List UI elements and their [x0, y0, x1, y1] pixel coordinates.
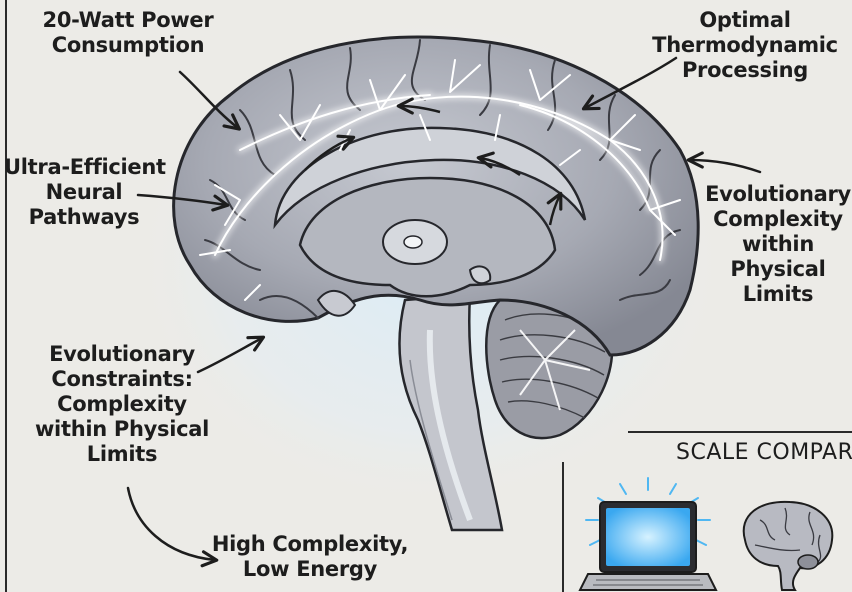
label-line: Limits: [698, 282, 852, 307]
label-evolutionary-constraints: Evolutionary Constraints: Complexity wit…: [22, 342, 222, 467]
label-line: Processing: [645, 58, 845, 83]
label-power-consumption: 20-Watt Power Consumption: [18, 8, 238, 58]
label-thermodynamic-processing: Optimal Thermodynamic Processing: [645, 8, 845, 83]
label-line: Thermodynamic: [645, 33, 845, 58]
label-high-complexity: High Complexity, Low Energy: [200, 532, 420, 582]
label-line: Neural: [4, 180, 164, 205]
label-line: Physical: [698, 257, 852, 282]
label-line: 20-Watt Power: [18, 8, 238, 33]
label-line: Complexity: [22, 392, 222, 417]
label-line: Evolutionary: [22, 342, 222, 367]
label-line: Limits: [22, 442, 222, 467]
label-line: Ultra-Efficient: [4, 155, 164, 180]
label-line: Optimal: [645, 8, 845, 33]
scale-compare-title: SCALE COMPARE: [676, 440, 852, 465]
label-line: High Complexity,: [200, 532, 420, 557]
label-line: Evolutionary: [698, 182, 852, 207]
label-neural-pathways: Ultra-Efficient Neural Pathways: [4, 155, 164, 230]
label-line: Complexity: [698, 207, 852, 232]
label-line: within: [698, 232, 852, 257]
label-evolutionary-complexity: Evolutionary Complexity within Physical …: [698, 182, 852, 307]
mini-brain-icon: [744, 502, 833, 590]
label-line: Consumption: [18, 33, 238, 58]
label-line: Pathways: [4, 205, 164, 230]
label-line: Constraints:: [22, 367, 222, 392]
label-line: within Physical: [22, 417, 222, 442]
label-line: Low Energy: [200, 557, 420, 582]
laptop-icon: [580, 478, 716, 590]
